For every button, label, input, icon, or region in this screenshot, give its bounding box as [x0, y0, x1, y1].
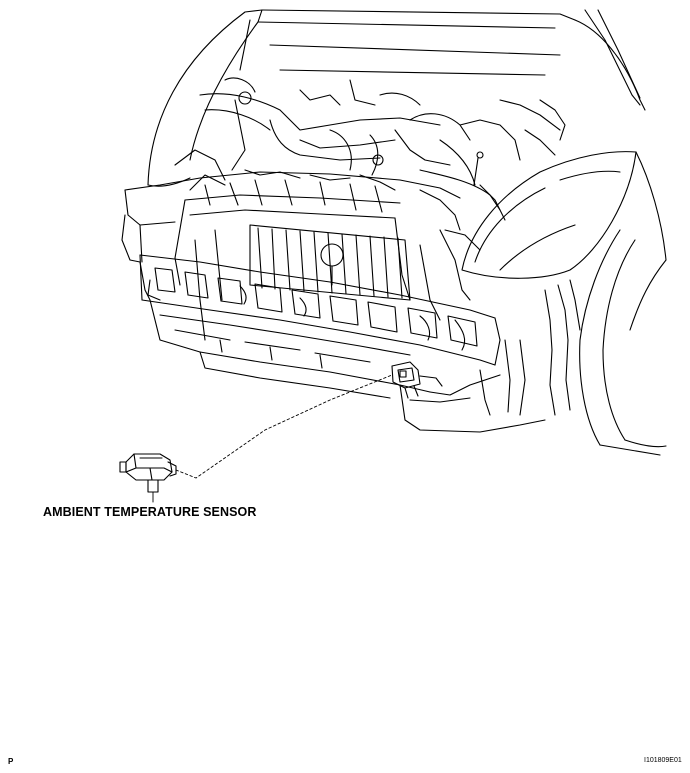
fender [544, 151, 667, 456]
left-structure [121, 214, 161, 301]
radiator-support [124, 171, 471, 341]
sensor-mount-location [391, 361, 443, 399]
sensor-callout-label: AMBIENT TEMPERATURE SENSOR [43, 505, 257, 519]
leader-line [175, 374, 393, 479]
hood [147, 9, 646, 187]
lower-cover [149, 299, 546, 433]
headlamp [461, 151, 637, 279]
page-marker: P [8, 757, 14, 766]
engine-assembly [174, 77, 566, 251]
bumper-reinforcement [139, 254, 501, 366]
ambient-temperature-sensor [119, 453, 177, 493]
figure-code: I101809E01 [644, 757, 682, 764]
